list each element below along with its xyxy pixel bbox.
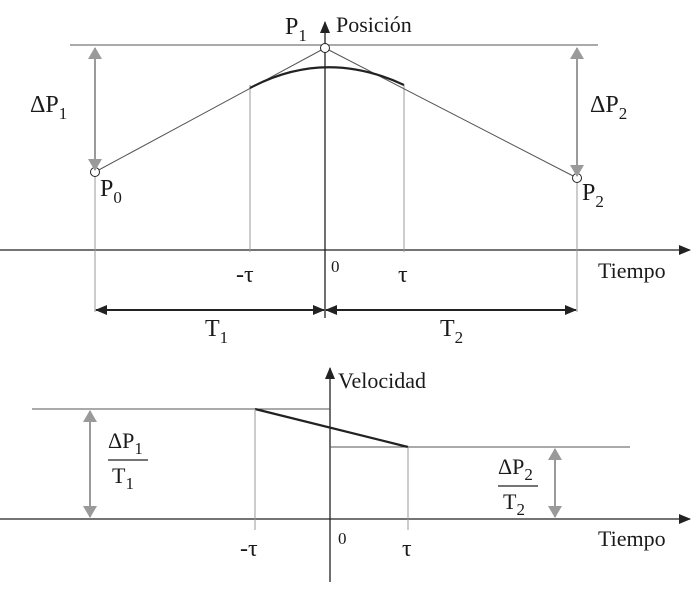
segment-p0-p1: [94, 47, 326, 173]
frac2-numerator: ΔP2: [498, 454, 533, 484]
tick-tau-top: τ: [398, 262, 408, 288]
velocity-time-label: Tiempo: [598, 526, 666, 551]
velocity-axis-label: Velocidad: [338, 368, 426, 393]
delta-p1-label: ΔP1: [30, 92, 67, 123]
position-axis-label: Posición: [336, 12, 412, 37]
t1-label: T1: [205, 316, 228, 347]
t2-label: T2: [440, 316, 463, 347]
frac2-denominator: T2: [503, 489, 525, 519]
tick-zero-top: 0: [331, 257, 340, 276]
segment-p1-p2: [324, 47, 578, 179]
delta-p2-label: ΔP2: [590, 92, 627, 123]
tick-tau-bottom: τ: [402, 536, 412, 562]
tick-neg-tau-top: -τ: [236, 262, 254, 288]
p0-label: P0: [100, 176, 122, 207]
velocity-panel: ΔP1 T1 ΔP2 T2 Velocidad -τ 0 τ Tiempo: [0, 367, 691, 582]
frac1-numerator: ΔP1: [108, 428, 143, 458]
point-p1: [320, 43, 330, 53]
tick-zero-bottom: 0: [338, 529, 347, 548]
position-panel: P1 Posición ΔP1 ΔP2 P0 P2 -τ 0 τ Tiempo …: [0, 12, 691, 347]
velocity-ramp: [254, 407, 409, 449]
tick-neg-tau-bottom: -τ: [240, 536, 258, 562]
p2-label: P2: [582, 180, 604, 211]
p1-label: P1: [285, 14, 307, 45]
blend-curve: [249, 66, 405, 89]
position-time-label: Tiempo: [598, 258, 666, 283]
frac1-denominator: T1: [112, 463, 134, 493]
